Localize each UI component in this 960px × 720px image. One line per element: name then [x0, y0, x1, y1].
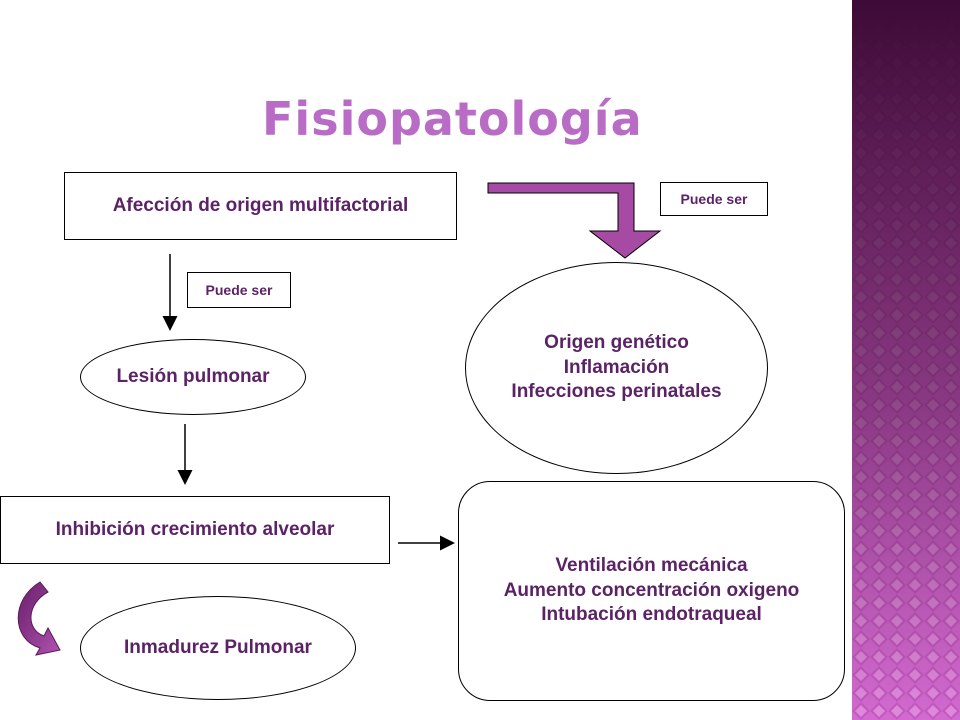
curved-purple-arrow	[17, 581, 61, 656]
inmadurez-label: Inmadurez Pulmonar	[124, 637, 312, 658]
inhibicion-box: Inhibición crecimiento alveolar	[0, 496, 390, 564]
bent-purple-arrow	[487, 182, 662, 259]
puede-ser-top-box: Puede ser	[660, 182, 768, 216]
lesion-label: Lesión pulmonar	[116, 366, 270, 387]
origen-line-1: Origen genético	[544, 331, 689, 353]
ventilacion-box: Ventilación mecánica Aumento concentraci…	[458, 481, 845, 701]
origen-line-3: Infecciones perinatales	[511, 381, 722, 403]
afeccion-box: Afección de origen multifactorial	[64, 172, 457, 240]
origen-ellipse: Origen genético Inflamación Infecciones …	[465, 262, 768, 474]
slide-title: Fisiopatología	[262, 92, 643, 146]
puede-ser-left-box: Puede ser	[187, 272, 291, 308]
origen-line-2: Inflamación	[563, 356, 670, 378]
ventilacion-line-3: Intubación endotraqueal	[541, 604, 762, 626]
lesion-ellipse: Lesión pulmonar	[80, 339, 306, 415]
puede-ser-left-label: Puede ser	[205, 282, 273, 298]
ventilacion-line-2: Aumento concentración oxigeno	[503, 579, 800, 601]
diagram-connectors	[17, 182, 662, 656]
decorative-sidebar	[852, 0, 960, 720]
inmadurez-ellipse: Inmadurez Pulmonar	[80, 596, 356, 700]
inhibicion-label: Inhibición crecimiento alveolar	[55, 519, 335, 540]
afeccion-label: Afección de origen multifactorial	[112, 195, 409, 216]
ventilacion-line-1: Ventilación mecánica	[555, 554, 748, 576]
puede-ser-top-label: Puede ser	[680, 191, 748, 207]
